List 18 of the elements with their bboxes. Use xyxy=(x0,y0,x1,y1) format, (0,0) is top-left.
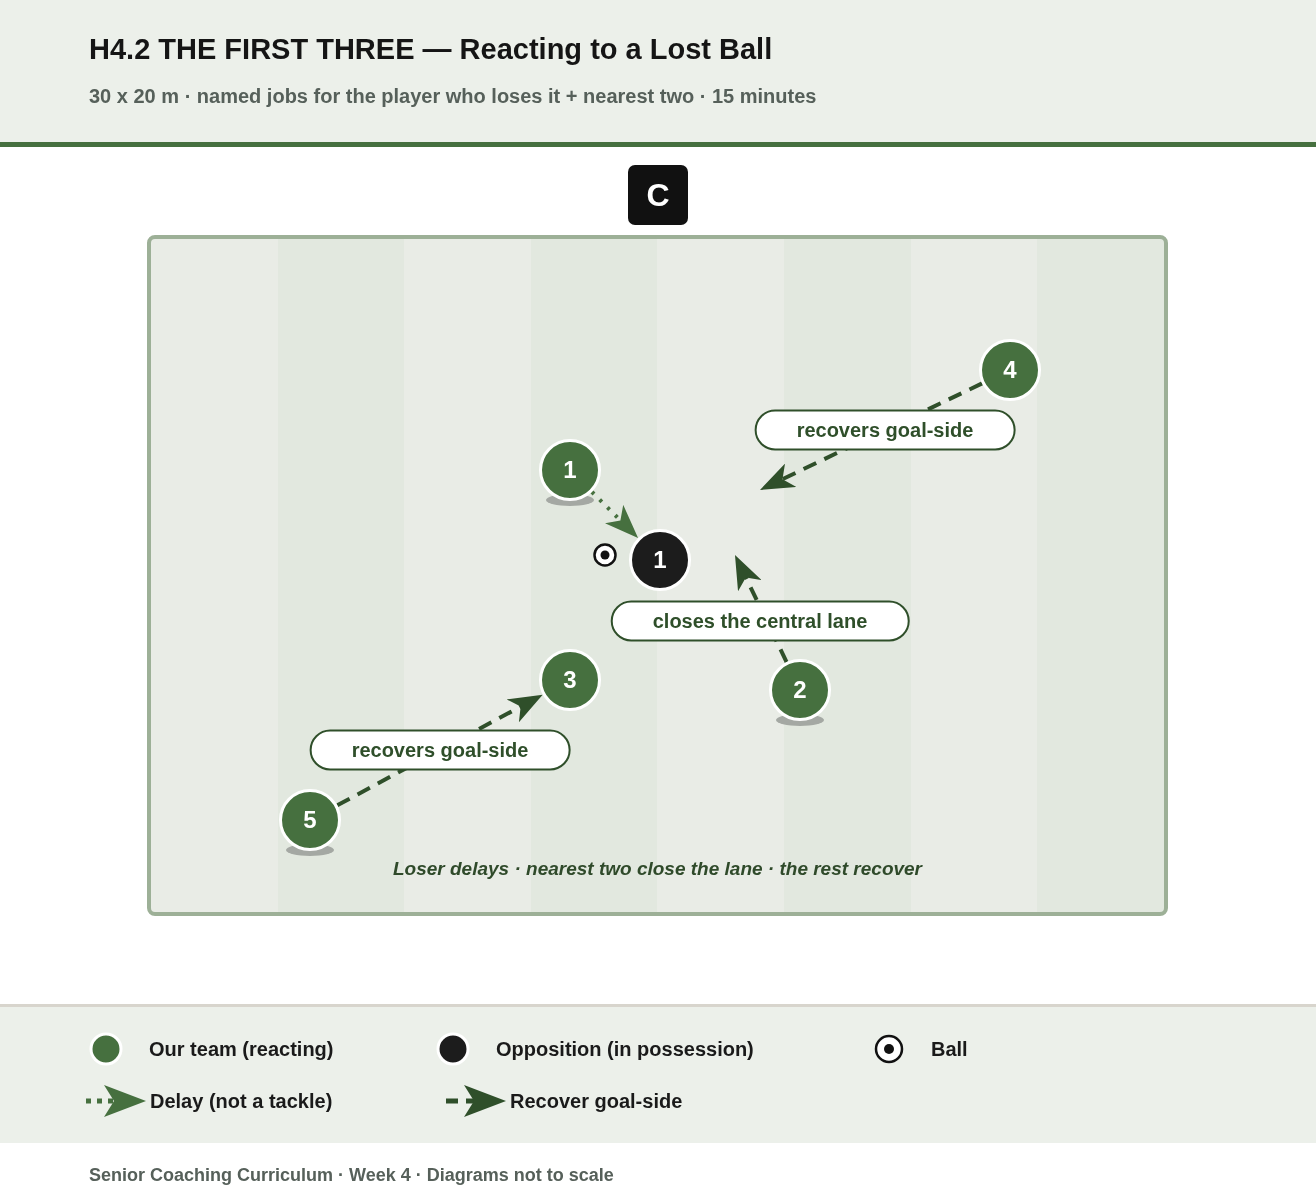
edge-label: closes the central lane xyxy=(610,600,910,642)
legend-label: Ball xyxy=(931,1037,968,1061)
legend-label: Recover goal-side xyxy=(510,1089,683,1113)
pitch xyxy=(147,235,1168,916)
caption: Senior Coaching Curriculum · Week 4 · Diagrams not to scale xyxy=(89,1164,614,1187)
title: H4.2 THE FIRST THREE — Reacting to a Lost Ball xyxy=(89,32,773,67)
pitch-note: Loser delays · nearest two close the lane · the rest recover xyxy=(393,857,922,881)
legend-label: Delay (not a tackle) xyxy=(150,1089,333,1113)
player-token: 4 xyxy=(979,339,1041,401)
edge-label: recovers goal-side xyxy=(309,729,571,771)
legend-label: Our team (reacting) xyxy=(149,1037,334,1061)
player-token: 1 xyxy=(629,529,691,591)
arrow xyxy=(590,490,639,539)
subtitle: 30 x 20 m · named jobs for the player who loses it + nearest two · 15 minutes xyxy=(89,84,817,109)
edge-label: recovers goal-side xyxy=(754,409,1016,451)
coach-marker: C xyxy=(628,165,688,225)
legend-label: Opposition (in possession) xyxy=(496,1037,754,1061)
player-token: 3 xyxy=(539,649,601,711)
